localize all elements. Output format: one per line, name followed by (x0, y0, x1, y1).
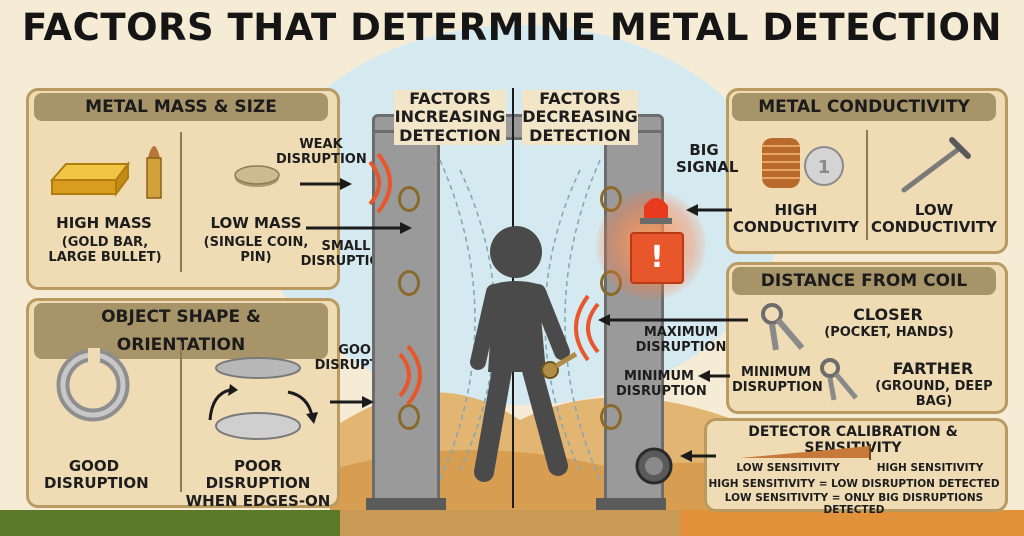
metal-mass-heading: METAL MASS & SIZE (34, 93, 328, 121)
small-disruption-label: SMALL DISRUPTION (300, 239, 392, 269)
signal-waves-icon (368, 152, 392, 214)
farther-examples: (GROUND, DEEP BAG) (875, 379, 993, 409)
walking-person-icon (470, 226, 570, 482)
coil-icon (398, 404, 420, 430)
svg-text:1: 1 (818, 157, 831, 178)
low-conductivity-label: LOW CONDUCTIVITY (870, 201, 998, 237)
silver-coin-icon: 1 (804, 146, 844, 186)
coil-icon (398, 186, 420, 212)
high-sensitivity-rule: HIGH SENSITIVITY = LOW DISRUPTION DETECT… (708, 478, 1000, 490)
maximum-disruption-label: MAXIMUM DISRUPTION (635, 325, 727, 355)
warning-icon: ! (630, 232, 684, 284)
minimum-disruption-arrow-label: MINIMUM DISRUPTION (616, 369, 707, 399)
high-conductivity-label: HIGH CONDUCTIVITY (732, 201, 860, 237)
disc-icon (215, 357, 301, 440)
keys-icon (820, 358, 858, 401)
high-mass-examples: (GOLD BAR, LARGE BULLET) (48, 235, 162, 265)
poor-disruption-label: POOR DISRUPTION WHEN EDGES-ON (185, 457, 331, 510)
weak-disruption-label: WEAK DISRUPTION (276, 137, 367, 167)
closer-label: CLOSER (853, 305, 923, 324)
shape-orientation-heading: OBJECT SHAPE & ORIENTATION (34, 303, 328, 359)
keys-icon (761, 303, 805, 351)
page-title: FACTORS THAT DETERMINE METAL DETECTION (22, 6, 1002, 49)
coil-icon (600, 404, 622, 430)
closer-examples: (POCKET, HANDS) (824, 325, 954, 340)
minimum-disruption-item-label: MINIMUM DISRUPTION (732, 365, 823, 395)
copper-coil-icon (762, 138, 800, 188)
good-disruption-item-label: GOOD DISRUPTION (44, 457, 149, 493)
keys-icon (541, 351, 578, 379)
sensitivity-ramp (740, 444, 871, 460)
base-right (596, 498, 666, 510)
calibration-panel (704, 418, 1008, 512)
low-sensitivity-label: LOW SENSITIVITY (736, 462, 840, 474)
signal-waves-icon (574, 294, 600, 362)
dial-icon (635, 447, 673, 485)
low-mass-label: LOW MASS (210, 214, 302, 232)
coin-icon (234, 165, 280, 187)
high-sensitivity-label: HIGH SENSITIVITY (876, 462, 984, 474)
conductivity-heading: METAL CONDUCTIVITY (732, 93, 996, 121)
divider (180, 132, 182, 272)
base-left (366, 498, 446, 510)
gold-bar-icon (49, 161, 130, 197)
high-mass-label: HIGH MASS (56, 214, 152, 232)
increasing-heading: FACTORS INCREASING DETECTION (394, 89, 506, 146)
divider (180, 342, 182, 492)
signal-waves-icon (398, 344, 422, 406)
big-signal-label: BIG SIGNAL (676, 141, 739, 177)
rotate-arrows-icon (208, 384, 318, 424)
divider (866, 130, 868, 240)
low-mass-examples: (SINGLE COIN, PIN) (203, 235, 309, 265)
ring-icon (56, 348, 130, 422)
alarm-light-icon (640, 198, 672, 224)
low-sensitivity-rule: LOW SENSITIVITY = ONLY BIG DISRUPTIONS D… (724, 492, 984, 517)
coil-icon (398, 270, 420, 296)
farther-label: FARTHER (892, 359, 974, 378)
bullet-icon (146, 146, 162, 199)
decreasing-heading: FACTORS DECREASING DETECTION (522, 89, 638, 146)
nail-icon (901, 137, 971, 193)
distance-heading: DISTANCE FROM COIL (732, 267, 996, 295)
